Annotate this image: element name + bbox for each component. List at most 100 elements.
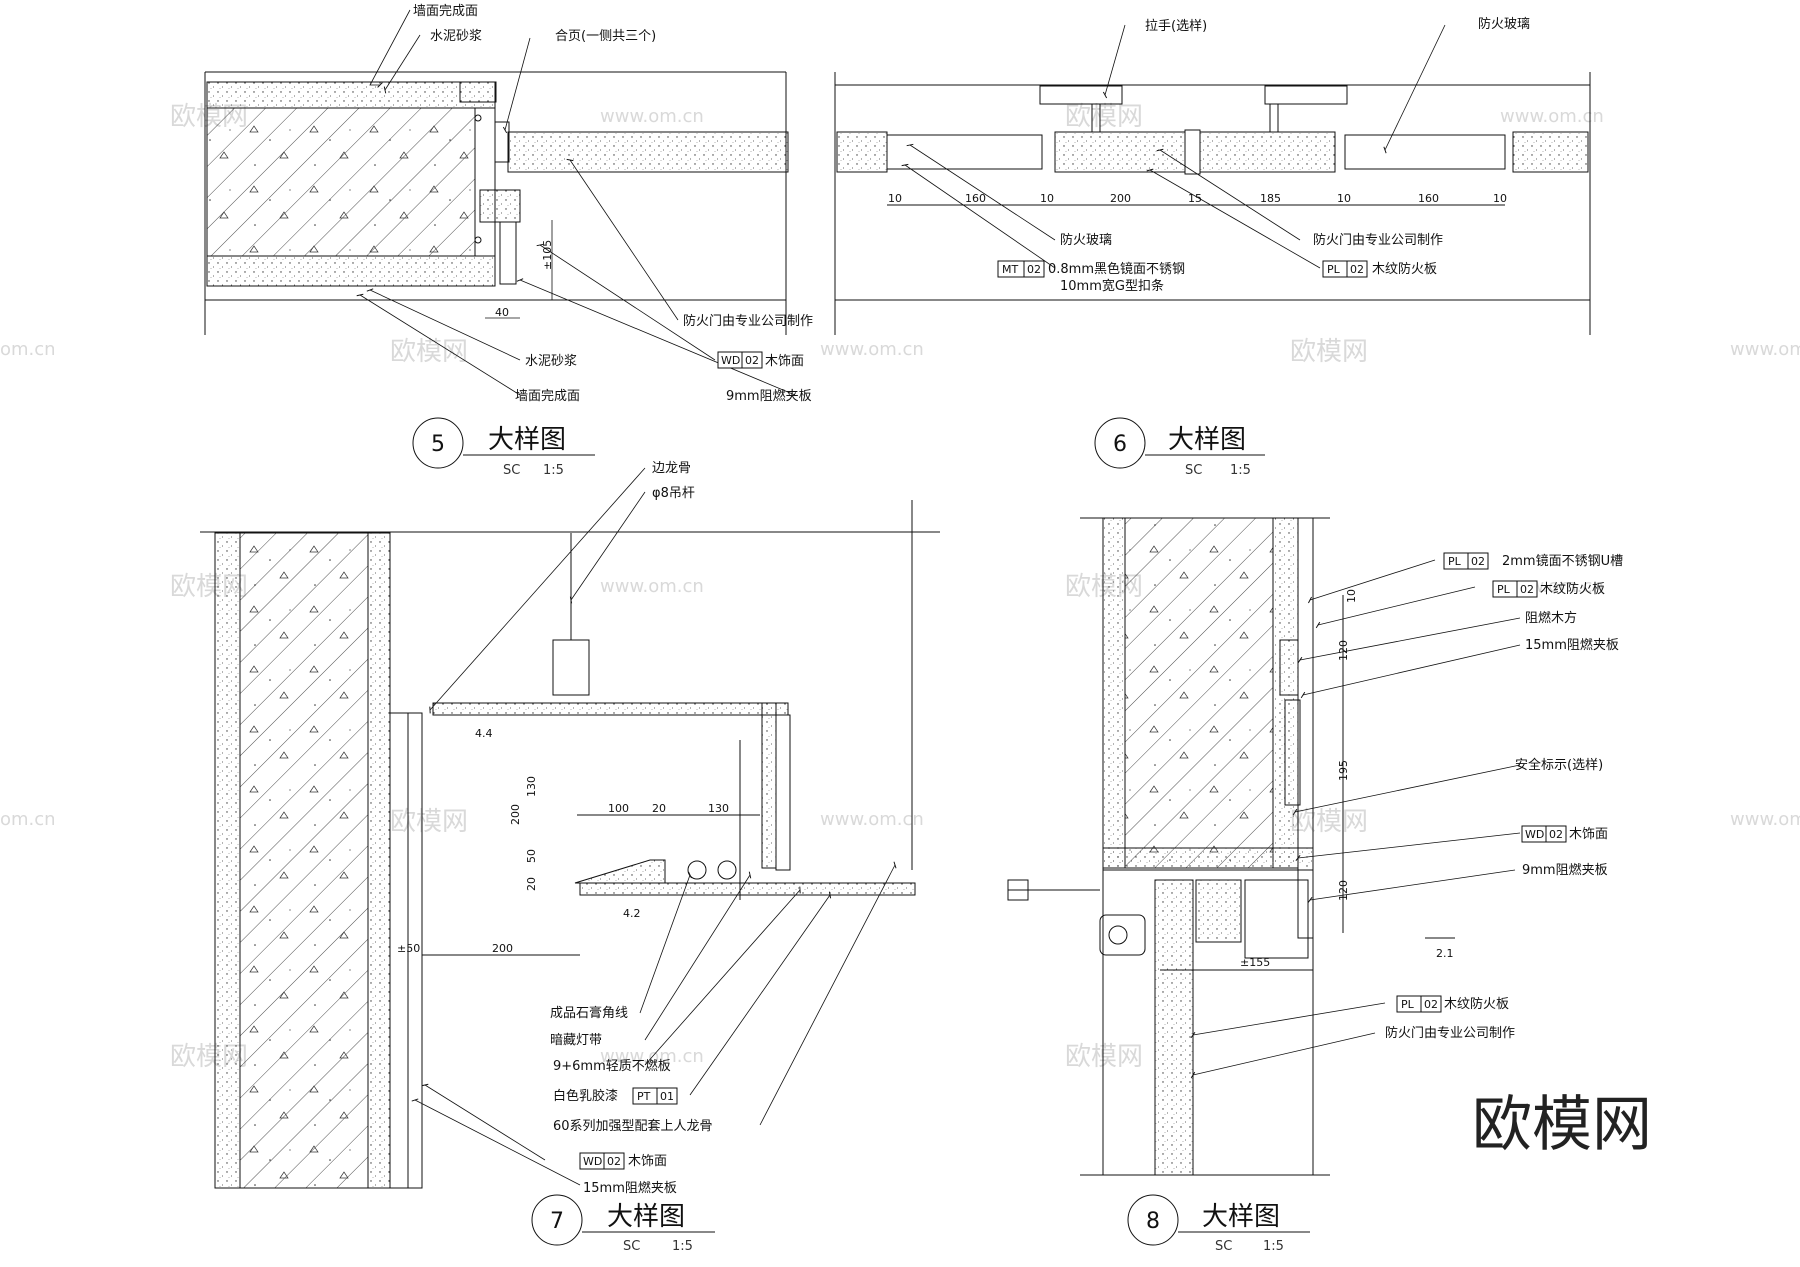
watermark-brand: 欧模网 — [390, 807, 468, 837]
d5-door-leaf — [507, 131, 789, 173]
d7-hanger-clip — [552, 639, 590, 696]
d6-leader-pl — [1146, 168, 1321, 269]
d5-label-mortar-b: 水泥砂浆 — [525, 354, 577, 369]
title-block-5: 5 大样图 SC 1:5 — [412, 417, 595, 478]
d8-level: 2.1 — [1436, 947, 1454, 960]
d7-board-bottom — [579, 882, 916, 896]
d6-leader-handle — [1102, 24, 1126, 99]
d5-annotations — [356, 9, 796, 396]
detail-title: 大样图 — [1202, 1202, 1280, 1232]
d5-tag-wd: WD — [721, 354, 740, 367]
d8-sign-box — [1284, 699, 1301, 806]
d8-frame-head — [1195, 879, 1242, 943]
detail-6 — [834, 72, 1591, 335]
d7-leader-plywood — [411, 1098, 581, 1186]
d6-handle-left — [1039, 85, 1123, 105]
d6-glass-right — [1344, 134, 1506, 170]
d7-leader-paint — [689, 891, 832, 1096]
d5-screw — [474, 236, 482, 244]
title-block-7: 7 大样图 SC 1:5 — [531, 1194, 715, 1254]
d7-label-board: 9+6mm轻质不燃板 — [553, 1058, 671, 1074]
d8-dim: 195 — [1337, 760, 1350, 781]
d8-concrete-aggregate — [1124, 517, 1274, 869]
d5-frame-head — [459, 81, 497, 103]
d8-tag-pl-no-box — [1420, 995, 1442, 1013]
d7-dim: 20 — [525, 877, 538, 891]
d5-label-wall-finish-b: 墙面完成面 — [515, 389, 580, 404]
d6-label-gclip: 10mm宽G型扣条 — [1060, 278, 1164, 294]
d8-tag-wd: WD — [1525, 828, 1544, 841]
d8-closer-end — [1007, 879, 1029, 901]
d5-label-door: 防火门由专业公司制作 — [683, 313, 813, 329]
d8-tag-pl: PL — [1497, 583, 1511, 596]
d8-leader-8 — [1190, 1002, 1386, 1039]
d5-label-plywood: 9mm阻燃夹板 — [726, 388, 812, 404]
d7-label-cornice: 成品石膏角线 — [550, 1005, 628, 1021]
d8-tag-pl-no: 02 — [1424, 998, 1438, 1011]
d5-dim-105: ±105 — [541, 240, 554, 270]
d6-leaf-left — [1054, 131, 1186, 173]
d7-tag-pt: PT — [637, 1090, 651, 1103]
detail-title: 大样图 — [488, 425, 566, 455]
d7-label-edge-keel: 边龙骨 — [652, 461, 691, 476]
d6-tag-pl: PL — [1327, 263, 1341, 276]
d5-leader-1 — [369, 9, 411, 88]
d6-dim: 15 — [1188, 192, 1202, 205]
d7-label-led: 暗藏灯带 — [550, 1033, 602, 1048]
d7-board-side — [761, 702, 777, 869]
d5-label-mortar: 水泥砂浆 — [430, 29, 482, 44]
d8-dim: 120 — [1337, 640, 1350, 661]
d7-leader-board — [644, 886, 801, 1066]
d5-dim-40: 40 — [495, 306, 509, 319]
d5-leader-5 — [536, 243, 716, 361]
d8-door-leaf — [1154, 879, 1194, 1176]
d7-level: 4.4 — [475, 727, 493, 740]
d7-render-right — [367, 532, 391, 1189]
d7-gypsum-cornice — [574, 859, 666, 884]
d7-annotations — [411, 467, 897, 1186]
d6-dim: 200 — [1110, 192, 1131, 205]
d6-tag-pl-no: 02 — [1350, 263, 1364, 276]
watermark-brand: 欧模网 — [1065, 102, 1143, 132]
d7-dim: 20 — [652, 802, 666, 815]
watermark-brand: 欧模网 — [1290, 807, 1368, 837]
watermark-brand: 欧模网 — [390, 337, 468, 367]
detail-number: 7 — [550, 1209, 564, 1234]
title-block-8: 8 大样图 SC 1:5 — [1127, 1194, 1310, 1254]
d8-label-plywood9: 9mm阻燃夹板 — [1522, 862, 1608, 878]
d7-wood-veneer — [407, 712, 423, 1189]
d5-label-wood: 木饰面 — [765, 354, 804, 369]
d7-led-fixture — [687, 860, 707, 880]
d7-concrete-aggregate — [239, 532, 369, 1189]
d7-dim: 130 — [708, 802, 729, 815]
title-block-6: 6 大样图 SC 1:5 — [1094, 417, 1265, 478]
d6-dim: 10 — [888, 192, 902, 205]
d6-label-firewood: 木纹防火板 — [1372, 261, 1437, 277]
d7-label-keel: 60系列加强型配套上人龙骨 — [553, 1118, 713, 1134]
d6-dim: 10 — [1493, 192, 1507, 205]
d6-annotations — [901, 24, 1446, 269]
watermark-url: www.om.cn — [820, 339, 924, 360]
d6-handle-left-post — [1091, 103, 1101, 133]
d8-tag-pl-no-box — [1467, 552, 1489, 570]
watermark-url: www.om.cn — [600, 1046, 704, 1067]
d8-leader-9 — [1190, 1032, 1376, 1079]
watermark-big-brand: 欧模网 — [1472, 1090, 1652, 1160]
d6-dim: 160 — [965, 192, 986, 205]
d8-panel-layers — [1297, 517, 1314, 939]
d7-leader-keel — [759, 861, 897, 1126]
d5-leader-6 — [516, 278, 796, 396]
d7-leader-edge — [429, 467, 646, 714]
d5-label-wall-finish: 墙面完成面 — [413, 4, 478, 19]
d5-label-hinge: 合页(一侧共三个) — [555, 29, 656, 44]
d7-leader-wood — [421, 1083, 546, 1161]
d7-leader-led — [644, 871, 752, 1041]
watermark-url: www.om.cn — [820, 809, 924, 830]
d7-label-paint: 白色乳胶漆 — [553, 1088, 618, 1104]
d5-leader-3 — [502, 37, 531, 134]
detail-number-circle — [412, 417, 464, 469]
d6-leader-glass — [1383, 24, 1446, 154]
d7-tag-wd-no: 02 — [607, 1155, 621, 1168]
d6-tag-mt-no: 02 — [1027, 263, 1041, 276]
